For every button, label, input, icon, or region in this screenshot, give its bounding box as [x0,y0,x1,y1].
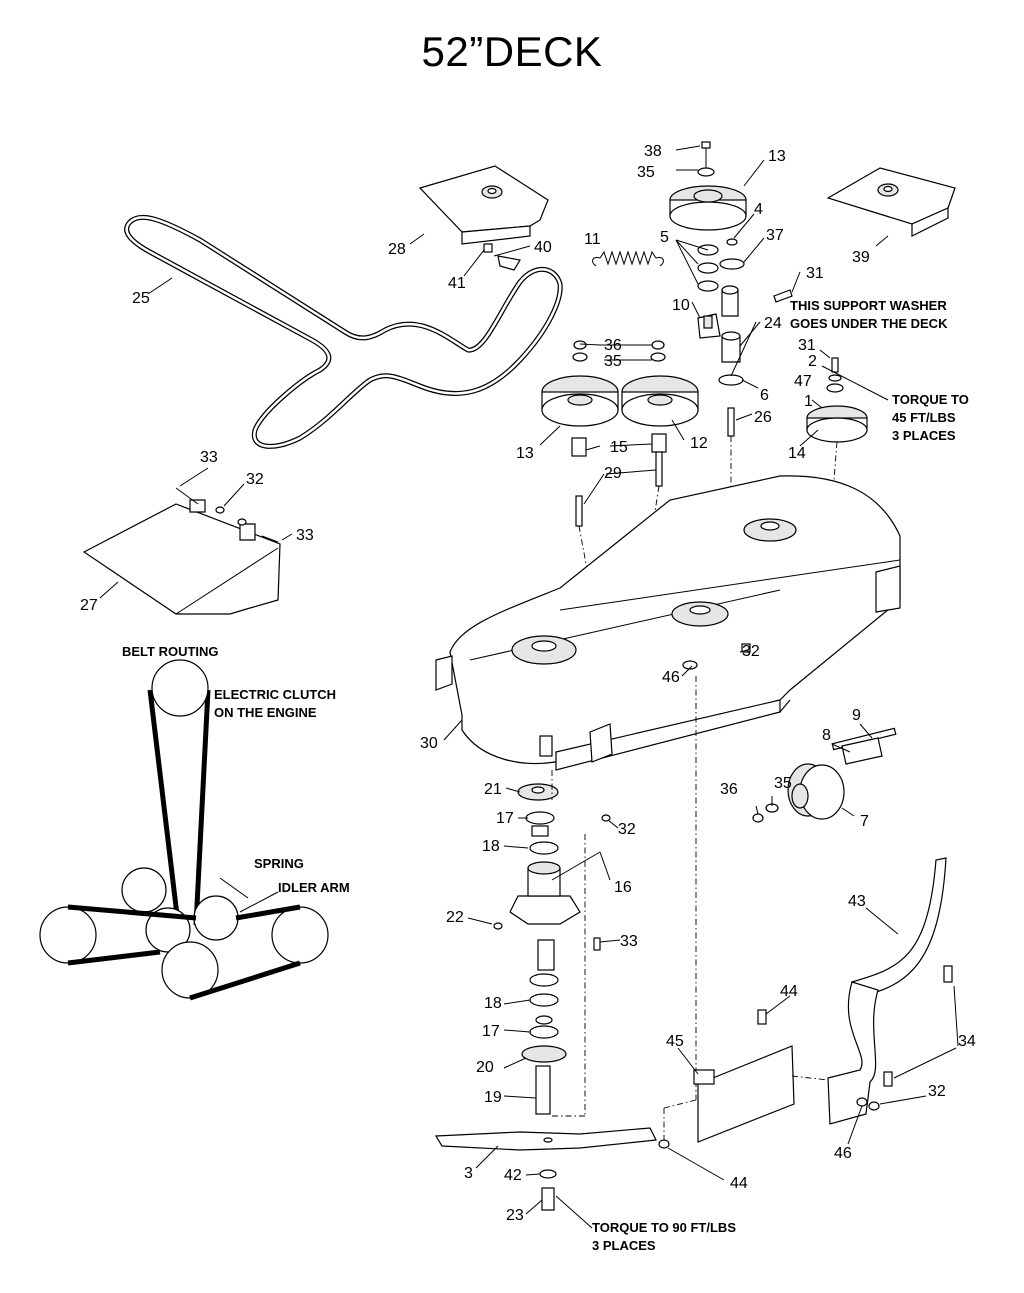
belt-routing-label: BELT ROUTING [122,644,219,659]
callout-32: 32 [928,1083,946,1100]
torque45-note-line2: 45 FT/LBS [892,410,956,425]
callout-21: 21 [484,781,502,798]
spindle-assembly [493,770,611,1117]
leader-lines [99,145,959,1229]
callout-12: 12 [690,435,708,452]
callout-1: 1 [804,393,813,410]
callout-41: 41 [448,275,466,292]
torque45-note-line1: TORQUE TO [892,392,969,407]
callout-19: 19 [484,1089,502,1106]
callout-8: 8 [822,727,831,744]
support-washer-note-line2: GOES UNDER THE DECK [790,316,948,331]
callout-34: 34 [958,1033,976,1050]
callout-33: 33 [296,527,314,544]
callout-29: 29 [604,465,622,482]
callout-9: 9 [852,707,861,724]
callout-40: 40 [534,239,552,256]
diagram-title: 52”DECK [421,28,603,75]
callout-47: 47 [794,373,812,390]
callout-23: 23 [506,1207,524,1224]
torque45-note-line3: 3 PLACES [892,428,956,443]
belt-cover-39 [826,167,956,237]
belt-routing-schematic [39,659,329,1001]
electric-clutch-label-line2: ON THE ENGINE [214,705,317,720]
belt-25 [124,214,563,449]
callout-13: 13 [516,445,534,462]
spring-label: SPRING [254,856,304,871]
callout-35: 35 [637,164,655,181]
callout-numbers: 38 35 13 4 5 37 11 28 40 41 39 25 31 10 … [80,143,976,1224]
mower-deck-30 [435,475,901,1100]
torque90-note-line1: TORQUE TO 90 FT/LBS [592,1220,736,1235]
callout-27: 27 [80,597,98,614]
callout-31: 31 [798,337,816,354]
callout-31: 31 [806,265,824,282]
callout-14: 14 [788,445,806,462]
callout-38: 38 [644,143,662,160]
callout-43: 43 [848,893,866,910]
callout-35: 35 [774,775,792,792]
callout-37: 37 [766,227,784,244]
callout-45: 45 [666,1033,684,1050]
spring-11 [592,250,664,267]
callout-13: 13 [768,148,786,165]
callout-30: 30 [420,735,438,752]
belt-cover-28 [418,165,549,271]
callout-4: 4 [754,201,763,218]
callout-35: 35 [604,353,622,370]
callout-32: 32 [246,471,264,488]
callout-42: 42 [504,1167,522,1184]
callout-6: 6 [760,387,769,404]
callout-46: 46 [834,1145,852,1162]
callout-5: 5 [660,229,669,246]
callout-33: 33 [620,933,638,950]
pulleys-12-13 [541,340,699,609]
callout-15: 15 [610,439,628,456]
callout-11: 11 [584,231,601,248]
callout-2: 2 [808,353,817,370]
anti-scalp-wheel-7 [752,727,897,823]
baffles-43-45 [658,857,953,1149]
callout-46: 46 [662,669,680,686]
notes: THIS SUPPORT WASHER GOES UNDER THE DECK … [122,298,969,1253]
callout-17: 17 [496,810,514,827]
callout-44: 44 [780,983,798,1000]
callout-18: 18 [482,838,500,855]
callout-18: 18 [484,995,502,1012]
callout-33: 33 [200,449,218,466]
callout-17: 17 [482,1023,500,1040]
callout-10: 10 [672,297,690,314]
callout-22: 22 [446,909,464,926]
pulley-14 [806,357,868,481]
callout-28: 28 [388,241,406,258]
callout-3: 3 [464,1165,473,1182]
callout-25: 25 [132,290,150,307]
blade-3 [434,1127,657,1211]
idler-arm-label: IDLER ARM [278,880,350,895]
callout-16: 16 [614,879,632,896]
idler-pulley-stack-top [669,141,793,507]
discharge-shield-27 [82,487,281,615]
callout-36: 36 [604,337,622,354]
callout-39: 39 [852,249,870,266]
callout-7: 7 [860,813,869,830]
electric-clutch-label-line1: ELECTRIC CLUTCH [214,687,336,702]
torque90-note-line2: 3 PLACES [592,1238,656,1253]
callout-20: 20 [476,1059,494,1076]
callout-32: 32 [618,821,636,838]
callout-26: 26 [754,409,772,426]
support-washer-note-line1: THIS SUPPORT WASHER [790,298,947,313]
callout-32: 32 [742,643,760,660]
callout-24: 24 [764,315,782,332]
callout-36: 36 [720,781,738,798]
callout-44: 44 [730,1175,748,1192]
